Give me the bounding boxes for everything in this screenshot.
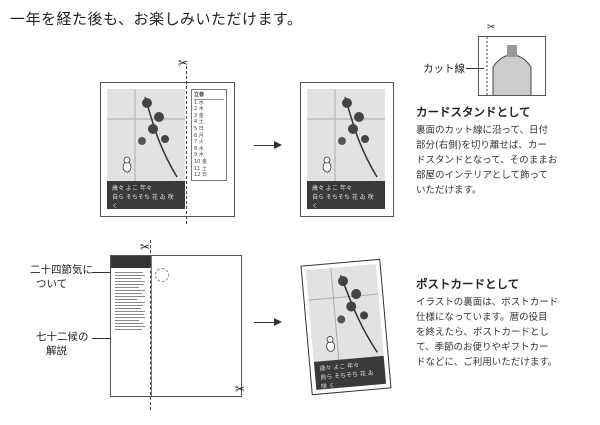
flower-illustration	[107, 89, 185, 181]
description-line: ドスタンドとなって、そのままお	[416, 155, 558, 166]
calendar-day: 7 火	[194, 139, 204, 146]
card-caption-band: 歳々 よこ 年々 自ら そちそち 花 ゐ 咲 く	[107, 181, 185, 210]
cut-line-label: カット線	[423, 63, 465, 75]
arrow-icon	[254, 318, 282, 326]
card-illustration	[307, 89, 385, 181]
stand-diagram	[486, 37, 532, 95]
caption-line-1: 歳々 よこ 年々	[312, 185, 352, 192]
sekki-callout: 二十四節気に ついて	[30, 263, 93, 291]
cut-line	[186, 66, 187, 224]
flower-illustration	[305, 264, 384, 362]
explanation-column	[111, 256, 152, 396]
calendar-day: 8 水	[194, 145, 204, 152]
postcard-description: イラストの裏面は、ポストカード 仕様になっています。暦の役目 を終えたら、ポスト…	[416, 295, 596, 370]
cut-line-leader	[466, 68, 484, 69]
caption-line-2: 自ら そちそち 花 ゐ 咲 く	[112, 194, 174, 210]
calendar-strip: 立春 1 水 2 木 3 金 4 土 5 日 6 月 7 火 8 水 9 木 1…	[191, 89, 227, 181]
scissors-icon: ✂	[487, 22, 496, 33]
description-line: を終えたら、ポストカードとし	[416, 327, 550, 338]
postcard-heading: ポストカードとして	[416, 277, 520, 291]
cut-diagram	[478, 36, 546, 96]
calendar-card: 歳々 よこ 年々 自ら そちそち 花 ゐ 咲 く 立春 1 水 2 木 3 金 …	[100, 82, 235, 217]
description-line: ドなどに、ご利用いただけます。	[416, 357, 558, 368]
kou-callout: 七十二候の 解説	[36, 330, 89, 358]
calendar-day: 3 金	[194, 112, 204, 119]
card-stand: 歳々 よこ 年々 自ら そちそち 花 ゐ 咲 く	[300, 82, 394, 217]
calendar-day: 5 日	[194, 125, 204, 132]
description-line: 裏面のカット線に沿って、日付	[416, 125, 549, 136]
caption-line-1: 歳々 よこ 年々	[112, 185, 152, 192]
scissors-icon: ✂	[235, 382, 246, 396]
callout-line: 解説	[46, 345, 67, 357]
card-illustration	[305, 264, 384, 362]
card-illustration	[107, 89, 185, 181]
description-line: 仕様になっています。暦の役目	[416, 312, 548, 323]
calendar-day: 9 木	[194, 152, 204, 159]
calendar-day: 6 月	[194, 132, 204, 139]
card-caption-band: 歳々 よこ 年々 自ら そちそち 花 ゐ 咲 く	[313, 355, 387, 391]
calendar-day: 2 木	[194, 106, 204, 113]
postcard: 歳々 よこ 年々 自ら そちそち 花 ゐ 咲 く	[300, 258, 392, 396]
arrow-icon	[254, 141, 282, 149]
card-caption-band: 歳々 よこ 年々 自ら そちそち 花 ゐ 咲 く	[307, 181, 385, 210]
scissors-icon: ✂	[178, 56, 189, 70]
explanation-text	[111, 268, 151, 334]
callout-line: ついて	[36, 278, 68, 290]
callout-line: 二十四節気に	[30, 264, 93, 276]
scissors-icon: ✂	[140, 240, 151, 254]
explanation-header	[111, 256, 151, 268]
postcard-stamp-box	[155, 268, 169, 282]
kou-leader	[92, 338, 110, 339]
description-line: て、季節のお便りやギフトカー	[416, 342, 549, 353]
calendar-day: 1 水	[194, 99, 204, 106]
calendar-day: 10 金	[194, 158, 207, 165]
calendar-day: 12 日	[194, 172, 207, 179]
page-title: 一年を経た後も、お楽しみいただけます。	[10, 10, 303, 28]
description-line: イラストの裏面は、ポストカード	[416, 297, 559, 308]
description-line: 部屋のインテリアとして飾って	[416, 170, 549, 181]
caption-line-2: 自ら そちそち 花 ゐ 咲 く	[320, 369, 375, 391]
callout-line: 七十二候の	[36, 331, 89, 343]
flower-illustration	[307, 89, 385, 181]
card-back	[110, 255, 242, 397]
cut-line	[150, 240, 151, 410]
calendar-day: 11 土	[194, 165, 207, 172]
caption-line-2: 自ら そちそち 花 ゐ 咲 く	[312, 194, 374, 210]
calendar-day: 4 土	[194, 119, 204, 126]
card-stand-description: 裏面のカット線に沿って、日付 部分(右側)を切り離せば、カー ドスタンドとなって…	[416, 123, 596, 198]
sekki-leader	[92, 272, 110, 273]
description-line: 部分(右側)を切り離せば、カー	[416, 140, 547, 151]
description-line: いただけます。	[416, 185, 482, 196]
card-stand-heading: カードスタンドとして	[416, 105, 531, 119]
calendar-header: 立春	[194, 92, 224, 100]
